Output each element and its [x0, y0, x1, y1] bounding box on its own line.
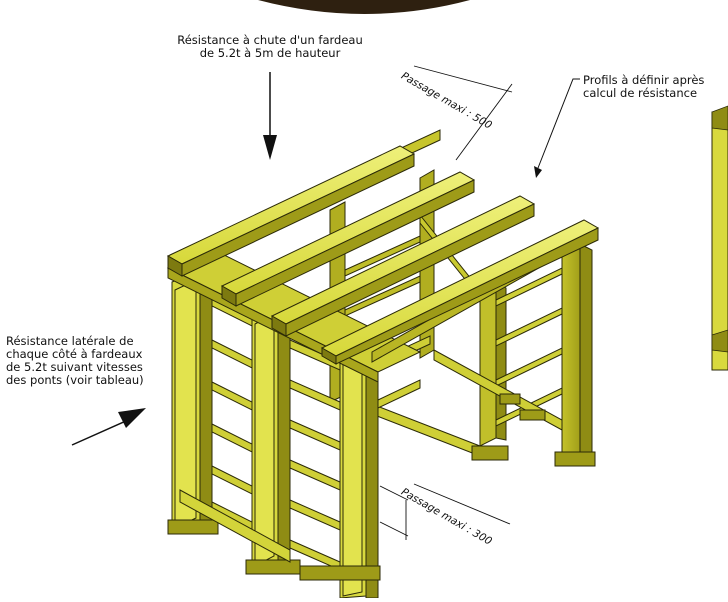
profiles-line-2: calcul de résistance	[583, 86, 698, 100]
lateral-resistance-annotation: Résistance latérale de chaque côté à far…	[6, 335, 181, 387]
top-i-beams	[166, 145, 600, 365]
leader-arrow-icon	[534, 166, 542, 178]
load-arrows	[71, 72, 580, 446]
lateral-line-1: Résistance latérale de	[6, 334, 134, 348]
lateral-line-2: chaque côté à fardeaux	[6, 347, 143, 361]
front-frame	[289, 335, 431, 599]
dimension-lines	[379, 65, 513, 540]
dark-background-arc	[258, 0, 470, 14]
arrow-right-icon	[118, 408, 146, 428]
lateral-line-3: de 5.2t suivant vitesses	[6, 360, 143, 374]
top-load-line-1: Résistance à chute d'un fardeau	[177, 33, 363, 47]
top-load-line-2: de 5.2t à 5m de hauteur	[199, 46, 341, 60]
left-frame	[167, 269, 301, 575]
profiles-line-1: Profils à définir après	[583, 73, 705, 87]
arrow-down-icon	[263, 135, 277, 160]
adjacent-frame-partial	[711, 105, 728, 371]
profiles-annotation: Profils à définir après calcul de résist…	[583, 74, 723, 100]
lateral-line-4: des ponts (voir tableau)	[6, 373, 144, 387]
top-load-annotation: Résistance à chute d'un fardeau de 5.2t …	[170, 34, 370, 60]
